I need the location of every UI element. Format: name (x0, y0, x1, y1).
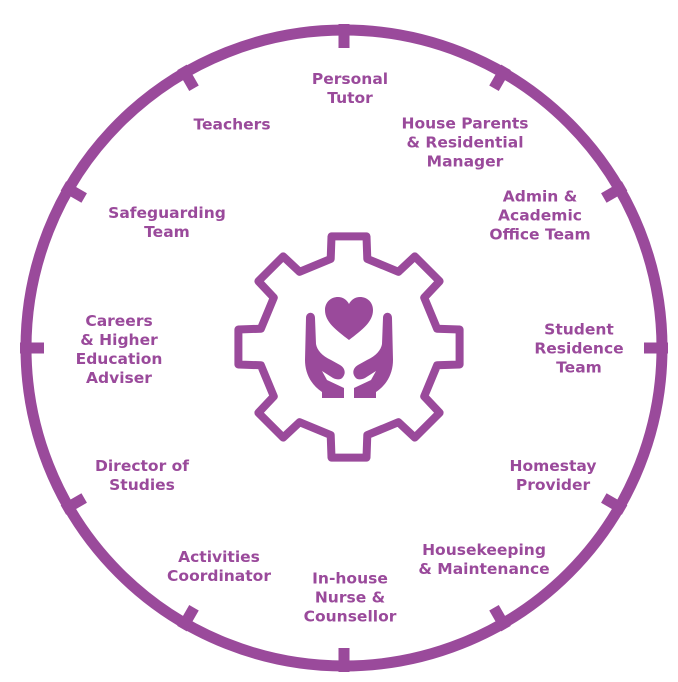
role-safeguarding-team: Safeguarding Team (108, 204, 226, 241)
role-student-residence: Student Residence Team (534, 320, 624, 377)
hands-heart-icon (305, 297, 393, 398)
role-housekeeping: Housekeeping & Maintenance (418, 541, 550, 578)
role-homestay-provider: Homestay Provider (509, 457, 597, 494)
right-hand-icon (353, 312, 393, 398)
role-nurse-counsellor: In-house Nurse & Counsellor (303, 569, 397, 626)
left-hand-icon (305, 312, 345, 398)
role-activities-coordinator: Activities Coordinator (167, 548, 271, 585)
role-careers-adviser: Careers & Higher Education Adviser (75, 312, 163, 387)
ring-tick (177, 605, 199, 632)
ring-tick (601, 493, 628, 515)
ring-tick (601, 181, 628, 203)
role-personal-tutor: Personal Tutor (311, 70, 389, 107)
ring-tick (60, 493, 87, 515)
heart-icon (325, 297, 373, 340)
role-teachers: Teachers (193, 115, 271, 134)
gear-icon (234, 232, 464, 462)
ring-tick (489, 605, 511, 632)
ring-ticks (20, 24, 668, 672)
ring-tick (60, 181, 87, 203)
ring-tick (489, 64, 511, 91)
ring-tick (177, 64, 199, 91)
role-director-of-studies: Director of Studies (94, 457, 190, 494)
role-admin-academic-office: Admin & Academic Office Team (489, 187, 591, 244)
role-house-parents: House Parents & Residential Manager (401, 114, 529, 171)
